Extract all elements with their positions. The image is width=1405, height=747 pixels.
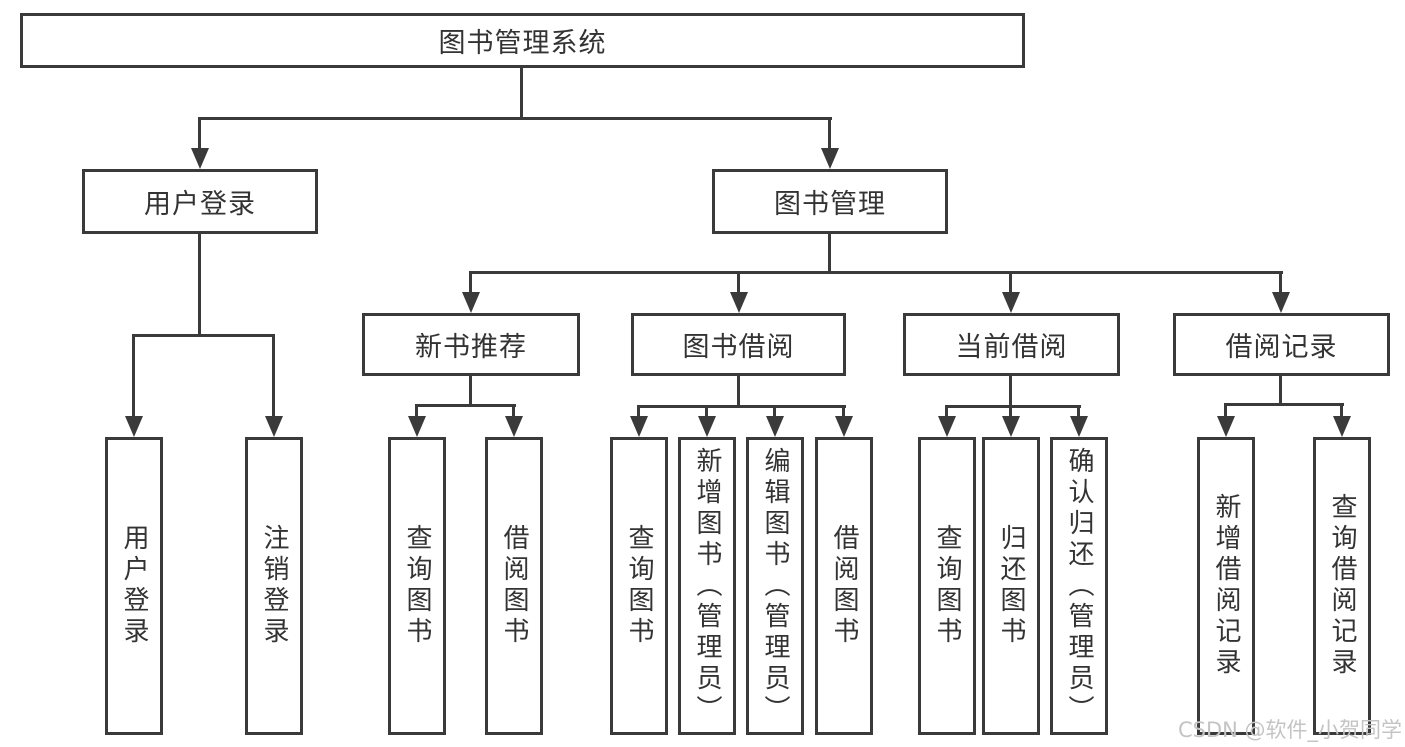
connector-line <box>828 117 831 148</box>
connector-line <box>132 334 275 337</box>
arrowhead-icon <box>698 416 716 437</box>
connector-line <box>1340 403 1343 416</box>
node-label: 查询图书 <box>932 524 962 648</box>
arrowhead-icon <box>1272 292 1290 313</box>
connector-line <box>198 117 832 120</box>
leaf-add-borrow-record: 新增借阅记录 <box>1197 437 1255 735</box>
connector-line <box>272 334 275 416</box>
connector-line <box>705 405 708 416</box>
node-label: 查询图书 <box>624 524 654 648</box>
arrowhead-icon <box>462 292 480 313</box>
connector-line <box>415 404 418 416</box>
node-book-borrowing: 图书借阅 <box>631 313 846 376</box>
arrowhead-icon <box>938 416 956 437</box>
connector-line <box>520 68 523 118</box>
connector-line <box>773 405 776 416</box>
arrowhead-icon <box>191 148 209 169</box>
leaf-edit-books-admin: 编辑图书（管理员） <box>746 437 804 735</box>
arrowhead-icon <box>730 292 748 313</box>
arrowhead-icon <box>1002 416 1020 437</box>
node-user-login: 用户登录 <box>82 169 318 234</box>
node-label: 当前借阅 <box>955 332 1068 363</box>
leaf-logout: 注销登录 <box>245 437 303 735</box>
leaf-search-borrow-record: 查询借阅记录 <box>1313 437 1371 735</box>
connector-line <box>1009 271 1012 292</box>
leaf-borrow-books: 借阅图书 <box>815 437 873 735</box>
node-label: 借阅图书 <box>499 524 529 648</box>
arrowhead-icon <box>821 148 839 169</box>
connector-line <box>1009 405 1012 416</box>
node-label: 查询借阅记录 <box>1327 493 1357 679</box>
node-label: 查询图书 <box>402 524 432 648</box>
connector-line <box>1224 403 1344 406</box>
leaf-add-books-admin: 新增图书（管理员） <box>678 437 736 735</box>
arrowhead-icon <box>265 416 283 437</box>
node-current-borrowing: 当前借阅 <box>903 313 1120 376</box>
node-label: 新增图书（管理员） <box>692 446 722 726</box>
node-label: 图书管理 <box>774 189 886 220</box>
arrowhead-icon <box>1333 416 1351 437</box>
arrowhead-icon <box>1002 292 1020 313</box>
connector-line <box>1224 403 1227 416</box>
arrowhead-icon <box>408 416 426 437</box>
connector-line <box>637 405 846 408</box>
arrowhead-icon <box>125 416 143 437</box>
arrowhead-icon <box>505 416 523 437</box>
connector-line <box>737 271 740 292</box>
leaf-borrow-books-recommend: 借阅图书 <box>485 437 543 735</box>
node-label: 新书推荐 <box>415 332 527 363</box>
connector-line <box>828 234 831 274</box>
node-label: 借阅图书 <box>829 524 859 648</box>
arrowhead-icon <box>835 416 853 437</box>
leaf-user-login: 用户登录 <box>105 437 163 735</box>
leaf-search-books-current: 查询图书 <box>918 437 976 735</box>
node-label: 注销登录 <box>259 524 289 648</box>
watermark: CSDN @软件_小贺同学 <box>1178 718 1403 742</box>
node-label: 用户登录 <box>144 189 256 220</box>
node-label: 编辑图书（管理员） <box>760 446 790 726</box>
node-label: 新增借阅记录 <box>1211 493 1241 679</box>
node-label: 借阅记录 <box>1225 332 1338 363</box>
connector-line <box>469 376 472 405</box>
node-new-book-recommendation: 新书推荐 <box>362 313 580 376</box>
connector-line <box>415 404 516 407</box>
connector-line <box>842 405 845 416</box>
leaf-return-books: 归还图书 <box>982 437 1040 735</box>
arrowhead-icon <box>1070 416 1088 437</box>
connector-line <box>469 271 1283 274</box>
node-label: 图书借阅 <box>682 332 795 363</box>
arrowhead-icon <box>766 416 784 437</box>
connector-line <box>469 271 472 292</box>
connector-line <box>945 405 948 416</box>
connector-line <box>1077 405 1080 416</box>
connector-line <box>512 404 515 416</box>
node-label: 图书管理系统 <box>438 28 607 59</box>
connector-line <box>1279 271 1282 292</box>
connector-line <box>198 117 201 148</box>
leaf-search-books-borrowing: 查询图书 <box>610 437 668 735</box>
leaf-search-books-recommend: 查询图书 <box>388 437 446 735</box>
node-label: 确认归还（管理员） <box>1064 446 1094 726</box>
node-label: 用户登录 <box>119 524 149 648</box>
connector-line <box>1009 376 1012 406</box>
connector-line <box>737 376 740 406</box>
arrowhead-icon <box>630 416 648 437</box>
node-borrowing-records: 借阅记录 <box>1173 313 1390 376</box>
node-library-management-system: 图书管理系统 <box>20 13 1025 68</box>
connector-line <box>945 405 1081 408</box>
leaf-confirm-return-admin: 确认归还（管理员） <box>1050 437 1108 735</box>
connector-line <box>198 234 201 335</box>
node-label: 归还图书 <box>996 524 1026 648</box>
connector-line <box>637 405 640 416</box>
arrowhead-icon <box>1217 416 1235 437</box>
connector-line <box>1279 376 1282 404</box>
node-book-management: 图书管理 <box>712 169 948 234</box>
connector-line <box>132 334 135 416</box>
